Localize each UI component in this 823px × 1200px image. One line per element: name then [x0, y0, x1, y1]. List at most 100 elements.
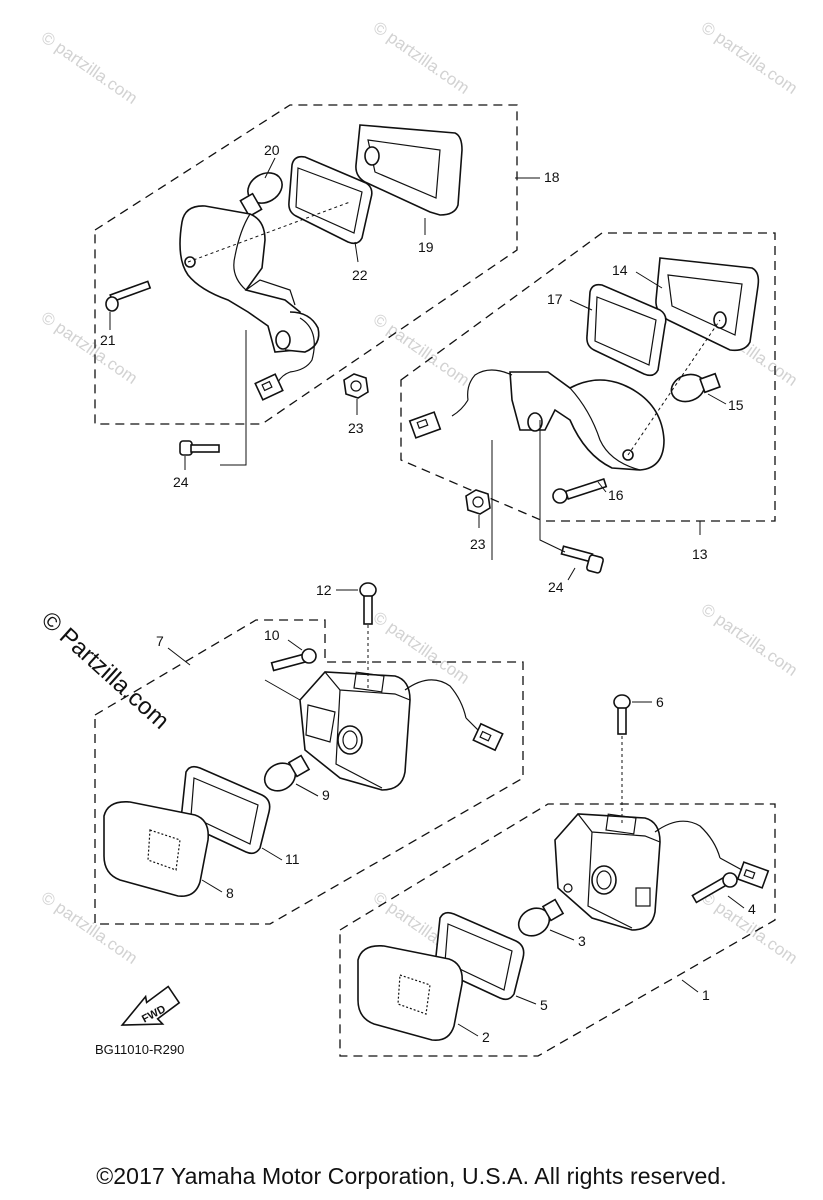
leader-line — [569, 299, 593, 311]
callout-21: 21 — [100, 332, 116, 348]
callout-16: 16 — [608, 487, 624, 503]
lens-2 — [357, 944, 464, 1042]
callout-24-right: 24 — [548, 579, 564, 595]
assembly-13-boundary — [400, 232, 776, 522]
watermark-text: © partzilla.com — [370, 310, 473, 390]
screw-4 — [691, 872, 738, 904]
housing-left-rear — [299, 671, 467, 791]
callout-15: 15 — [728, 397, 744, 413]
leader-line — [295, 783, 319, 797]
bulb-3 — [517, 898, 565, 937]
gasket-22 — [288, 155, 373, 245]
callout-9: 9 — [322, 787, 330, 803]
callout-23-left: 23 — [348, 420, 364, 436]
rear-flasher-left-assembly — [94, 582, 524, 925]
watermark-text: © partzilla.com — [698, 888, 801, 968]
callout-22: 22 — [352, 267, 368, 283]
axis-line — [187, 201, 351, 263]
screw-21 — [105, 280, 152, 312]
callout-5: 5 — [540, 997, 548, 1013]
gasket-17 — [586, 283, 667, 377]
leader-line — [261, 847, 283, 861]
bolt-24-left — [179, 440, 220, 456]
callout-3: 3 — [578, 933, 586, 949]
lens-14 — [655, 257, 760, 352]
bolt-24-right — [560, 545, 604, 574]
leader-line — [354, 241, 359, 263]
screw-16 — [552, 478, 608, 504]
callout-17: 17 — [547, 291, 563, 307]
callouts-top-left: 20 18 19 22 21 23 24 — [100, 142, 560, 490]
leader-line — [707, 393, 727, 405]
mount-line — [264, 679, 301, 701]
callout-10: 10 — [264, 627, 280, 643]
watermark-text: © partzilla.com — [370, 18, 473, 98]
housing-right-rear — [554, 813, 721, 931]
mount-line — [539, 420, 566, 553]
assembly-18-boundary — [94, 104, 518, 425]
callouts-middle-left: 12 7 10 9 11 8 — [156, 582, 358, 901]
front-flasher-right-assembly — [400, 232, 776, 574]
callout-14: 14 — [612, 262, 628, 278]
lens-19 — [355, 124, 463, 216]
mount-line — [220, 330, 247, 466]
connector-left-rear — [465, 717, 504, 752]
callout-4: 4 — [748, 901, 756, 917]
callout-13: 13 — [692, 546, 708, 562]
leader-line — [287, 639, 303, 651]
watermark-text: © partzilla.com — [698, 18, 801, 98]
callout-1: 1 — [702, 987, 710, 1003]
leader-line — [727, 895, 745, 909]
watermark-prominent: © Partzilla.com — [36, 606, 174, 734]
callout-24-left: 24 — [173, 474, 189, 490]
leader-line — [167, 647, 191, 666]
copyright-notice: ©2017 Yamaha Motor Corporation, U.S.A. A… — [96, 1163, 727, 1189]
bulb-15 — [670, 372, 721, 403]
callout-23-right: 23 — [470, 536, 486, 552]
watermark-text: © partzilla.com — [698, 600, 801, 680]
leader-line — [681, 979, 699, 993]
housing-left-front — [179, 205, 320, 373]
leader-line — [567, 567, 576, 581]
rear-flasher-right-assembly — [339, 694, 776, 1057]
leader-line — [549, 929, 575, 941]
leader-line — [597, 481, 607, 493]
leader-line — [457, 1023, 479, 1037]
lens-8 — [103, 800, 210, 898]
screw-12 — [359, 582, 377, 625]
callout-7: 7 — [156, 633, 164, 649]
leader-line — [515, 995, 537, 1005]
screw-6 — [613, 694, 631, 735]
screw-10 — [270, 648, 317, 672]
watermark-text: © partzilla.com — [38, 888, 141, 968]
connector-right-front — [408, 399, 469, 439]
callouts-bottom-right: 6 4 3 5 1 2 — [457, 694, 756, 1045]
leader-line — [635, 271, 663, 289]
callouts-top-right: 14 17 15 16 13 23 24 — [470, 262, 744, 595]
callout-2: 2 — [482, 1029, 490, 1045]
assembly-7-boundary — [94, 619, 524, 925]
nut-23-left — [343, 373, 369, 399]
assembly-1-boundary — [339, 803, 776, 1057]
watermark-text: © partzilla.com — [38, 308, 141, 388]
callout-8: 8 — [226, 885, 234, 901]
callout-20: 20 — [264, 142, 280, 158]
fwd-arrow: FWD — [120, 985, 181, 1026]
bulb-20 — [239, 172, 283, 218]
watermark-text: © partzilla.com — [38, 28, 141, 108]
diagram-code: BG11010-R290 — [95, 1042, 184, 1057]
callout-12: 12 — [316, 582, 332, 598]
callout-6: 6 — [656, 694, 664, 710]
nut-23-right — [465, 489, 491, 515]
callout-11: 11 — [285, 851, 300, 867]
connector-right-rear — [719, 857, 770, 889]
connector-left-front — [254, 371, 291, 401]
leader-line — [264, 157, 276, 179]
leader-line — [201, 879, 223, 893]
front-flasher-left-assembly — [94, 104, 518, 466]
callout-19: 19 — [418, 239, 434, 255]
callout-18: 18 — [544, 169, 560, 185]
bulb-9 — [263, 754, 311, 792]
housing-right-front — [467, 369, 665, 471]
